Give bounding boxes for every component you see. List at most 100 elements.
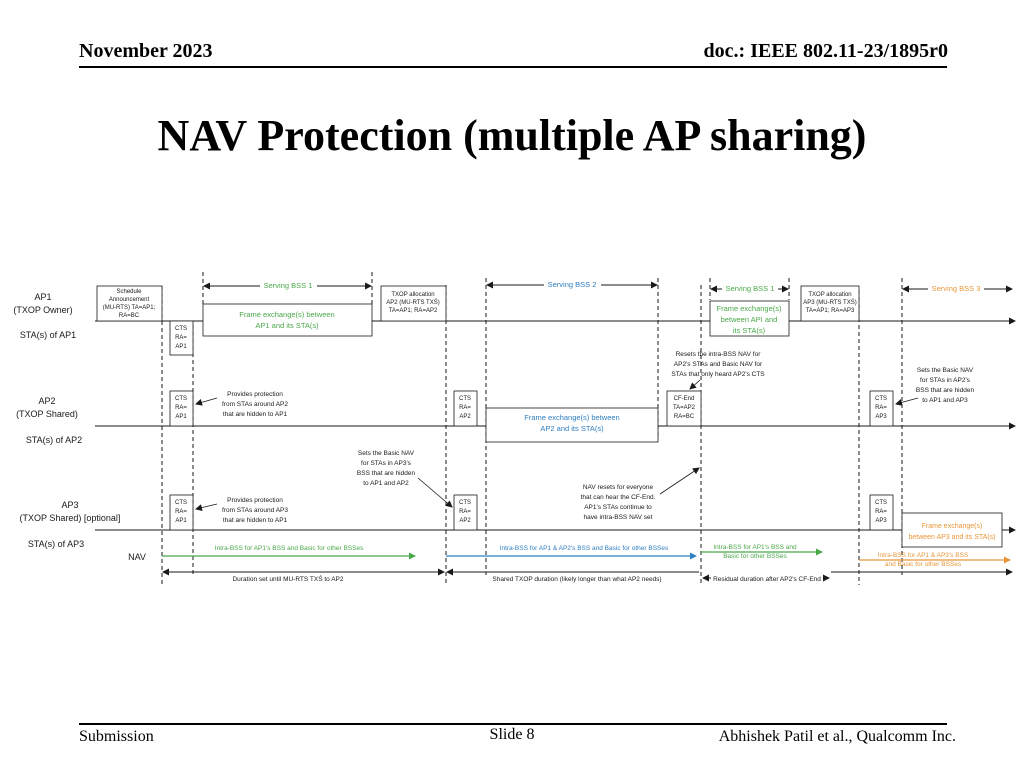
cts-ap2b-line-1: CTS — [459, 396, 471, 402]
cts-ap3b-line-2: RA= — [459, 509, 471, 515]
row-label-ap1-role: (TXOP Owner) — [13, 305, 72, 315]
slide-title: NAV Protection (multiple AP sharing) — [157, 111, 867, 160]
annot-basic-nav-ap2-2: for STAs in AP2's — [920, 377, 971, 384]
nav-label-4a: Intra-BSS for AP1 & AP3's BSS — [878, 552, 969, 559]
cts-ap2-from-ap2-box — [453, 390, 478, 427]
schedule-line-1: Schedule — [116, 289, 142, 295]
footer-slide-number: Slide 8 — [489, 726, 535, 743]
cts-ap2a-line-1: CTS — [175, 396, 187, 402]
pointer-resets-intra — [689, 379, 701, 390]
cts-ap3c-line-2: RA= — [875, 509, 887, 515]
header-divider — [79, 66, 947, 68]
txop-allocation-ap2-box — [380, 285, 447, 322]
cts-ap2c-line-2: RA= — [875, 405, 887, 411]
cts-ap3c-line-1: CTS — [875, 500, 887, 506]
fe-ap3-line-1: Frame exchange(s) — [922, 523, 983, 530]
serving-bss1-label: Serving BSS 1 — [264, 281, 313, 290]
fe-ap2-line-1: Frame exchange(s) between — [524, 413, 619, 422]
serving-bss3-label: Serving BSS 3 — [932, 284, 981, 293]
cts-ap3-from-ap2-box — [453, 494, 478, 531]
frame-exchange-ap3-box — [901, 512, 1003, 548]
annot-protect-ap3-3: that are hidden to AP1 — [223, 517, 288, 524]
annot-basic-nav-ap3-1: Sets the Basic NAV — [358, 450, 415, 457]
cts-ap2-from-ap1-box — [169, 390, 194, 427]
annot-nav-reset-4: have intra-BSS NAV set — [584, 514, 653, 521]
cts-ap1-line-2: RA= — [175, 335, 187, 341]
annot-basic-nav-ap3-3: BSS that are hidden — [357, 470, 416, 477]
frame-exchange-ap1-box — [202, 303, 373, 337]
cf-end-box — [666, 390, 702, 427]
nav-label-4b: and Basic for other BSSes — [885, 561, 962, 568]
duration-label-3: Residual duration after AP2's CF-End — [713, 576, 821, 583]
cts-ap2b-line-2: RA= — [459, 405, 471, 411]
annot-protect-ap3-2: from STAs around AP3 — [222, 507, 288, 514]
annot-resets-intra-1: Resets the intra-BSS NAV for — [676, 351, 762, 358]
cts-ap3a-line-2: RA= — [175, 509, 187, 515]
cts-ap1-line-1: CTS — [175, 326, 187, 332]
cfend-line-3: RA=BC — [674, 414, 695, 420]
fe-ap2-line-2: AP2 and its STA(s) — [540, 424, 604, 433]
cfend-line-2: TA=AP2 — [673, 405, 696, 411]
cts-ap1-line-3: AP1 — [175, 344, 187, 350]
frame-exchange-ap2-box — [485, 407, 659, 443]
duration-label-1: Duration set until MU-RTS TXŚ to AP2 — [232, 574, 343, 583]
cts-ap3b-line-1: CTS — [459, 500, 471, 506]
schedule-announcement-box — [96, 285, 163, 322]
annot-nav-reset-2: that can hear the CF-End. — [581, 494, 656, 501]
row-label-ap2-role: (TXOP Shared) — [16, 409, 78, 419]
fe-ap1b-line-2: between API and — [721, 315, 778, 324]
nav-label-2: Intra-BSS for AP1 & AP2's BSS and Basic … — [500, 545, 669, 552]
pointer-nav-reset — [659, 467, 700, 495]
txop-ap3-line-1: TXOP allocation — [808, 292, 851, 298]
annot-resets-intra-3: STAs that only heard AP2's CTS — [671, 371, 765, 378]
txop-ap2-line-2: AP2 (MU-RTS TXŚ) — [386, 298, 439, 306]
cts-ap2c-line-3: AP3 — [875, 414, 887, 420]
cts-ap3b-line-3: AP2 — [459, 518, 471, 524]
row-label-ap1: AP1 — [34, 292, 51, 302]
cts-ap2a-line-3: AP1 — [175, 414, 187, 420]
cfend-line-1: CF-End — [674, 396, 695, 402]
annot-protect-ap2-3: that are hidden to AP1 — [223, 411, 288, 418]
schedule-line-4: RA=BC — [119, 313, 140, 319]
annot-nav-reset-3: AP1's STAs continue to — [584, 504, 652, 511]
cts-ap3a-line-1: CTS — [175, 500, 187, 506]
nav-label-3a: Intra-BSS for AP1's BSS and — [713, 544, 797, 551]
pointer-basic-nav-ap3 — [417, 477, 453, 508]
cts-ap2b-line-3: AP2 — [459, 414, 471, 420]
row-label-ap2: AP2 — [38, 396, 55, 406]
annot-protect-ap2-1: Provides protection — [227, 391, 283, 398]
cts-ap1-box — [169, 320, 194, 356]
serving-bss1b-label: Serving BSS 1 — [726, 284, 775, 293]
txop-ap2-line-1: TXOP allocation — [391, 292, 434, 298]
annot-basic-nav-ap2-3: BSS that are hidden — [916, 387, 975, 394]
fe-ap1b-line-1: Frame exchange(s) — [716, 304, 782, 313]
row-label-sta-ap3: STA(s) of AP3 — [28, 539, 84, 549]
annot-basic-nav-ap2-4: to AP1 and AP3 — [922, 397, 968, 404]
annot-basic-nav-ap2-1: Sets the Basic NAV — [917, 367, 974, 374]
pointer-protect-ap3 — [195, 503, 218, 512]
cts-ap3-from-ap3-box — [869, 494, 894, 531]
pointer-basic-nav-ap2 — [895, 397, 919, 406]
txop-allocation-ap3-box — [800, 285, 860, 322]
frame-exchange-ap1-second-box — [709, 300, 790, 337]
cts-ap3-from-ap1-box — [169, 494, 194, 531]
row-label-sta-ap2: STA(s) of AP2 — [26, 435, 82, 445]
annot-protect-ap2-2: from STAs around AP2 — [222, 401, 288, 408]
annot-protect-ap3-1: Provides protection — [227, 497, 283, 504]
txop-ap3-line-3: TA=AP1; RA=AP3 — [806, 308, 855, 314]
header-date: November 2023 — [79, 40, 213, 62]
pointer-protect-ap2 — [195, 397, 218, 406]
footer-divider — [79, 723, 947, 725]
cts-ap3c-line-3: AP3 — [875, 518, 887, 524]
fe-ap1-line-2: AP1 and its STA(s) — [255, 321, 319, 330]
txop-ap3-line-2: AP3 (MU-RTS TXŚ) — [803, 298, 856, 306]
annot-nav-reset-1: NAV resets for everyone — [583, 484, 654, 491]
duration-label-2: Shared TXOP duration (likely longer than… — [492, 576, 661, 583]
nav-label-3b: Basic for other BSSes — [723, 553, 787, 560]
cts-ap3a-line-3: AP1 — [175, 518, 187, 524]
cts-ap2-from-ap3-box — [869, 390, 894, 427]
fe-ap1b-line-3: its STA(s) — [733, 326, 766, 335]
annot-basic-nav-ap3-4: to AP1 and AP2 — [363, 480, 409, 487]
row-label-nav: NAV — [128, 552, 146, 562]
